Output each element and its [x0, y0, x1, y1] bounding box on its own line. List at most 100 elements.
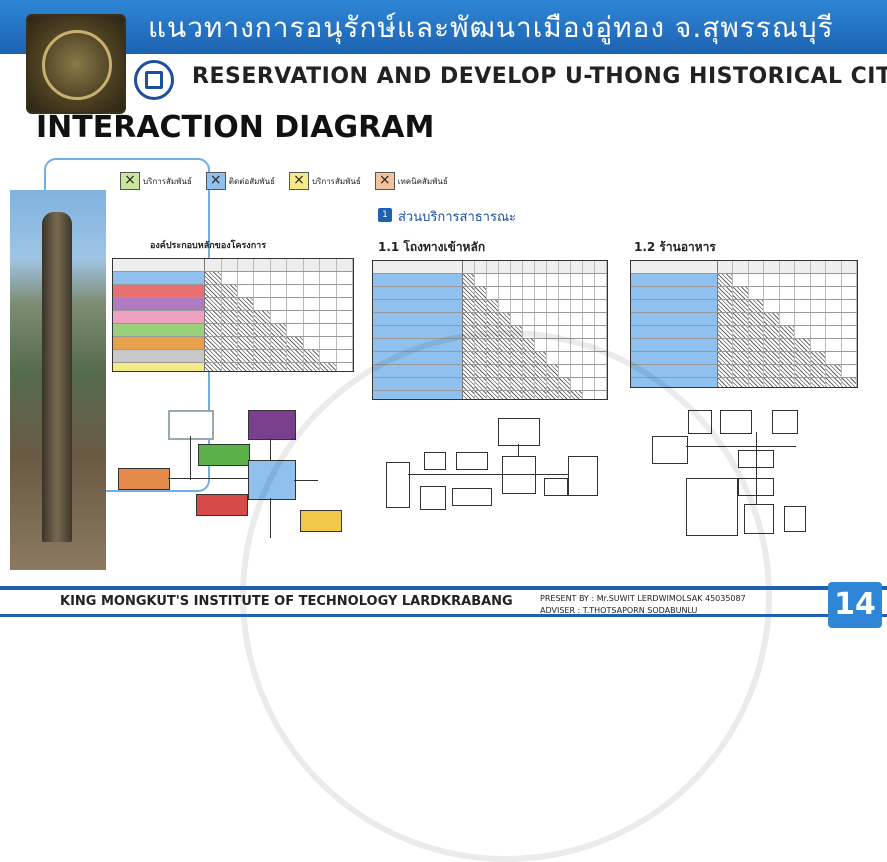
matrix-cell: [337, 272, 353, 284]
matrix-cell: [717, 300, 734, 312]
matrix-row-label: [113, 350, 206, 362]
matrix-row-label: [631, 339, 718, 351]
matrix-cell: [238, 363, 255, 371]
matrix-cell: [303, 350, 321, 362]
presenter: PRESENT BY : Mr.SUWIT LERDWIMOLSAK 45035…: [540, 594, 746, 603]
matrix-row: [373, 274, 607, 287]
matrix-cell: [222, 272, 239, 284]
matrix-cell: [826, 365, 842, 377]
matrix-cell: [826, 287, 842, 299]
matrix-cell: [337, 311, 353, 323]
matrix-row-label: [113, 363, 206, 371]
matrix-cell: [221, 337, 239, 349]
diagram-title: INTERACTION DIAGRAM: [36, 110, 435, 145]
matrix-cell: [304, 285, 321, 297]
matrix-cell: [733, 274, 749, 286]
matrix-row-label: [373, 287, 463, 299]
matrix-cell: [795, 365, 811, 377]
matrix-cell: [780, 274, 796, 286]
matrix-header-cell: [718, 261, 734, 273]
matrix-row-label: [113, 311, 206, 323]
matrix-row-label: [631, 352, 718, 364]
matrix-row-label: [631, 326, 718, 338]
matrix-cell: [826, 313, 842, 325]
matrix-cell: [205, 324, 222, 336]
matrix-cell: [499, 300, 511, 312]
matrix-cell: [779, 339, 796, 351]
matrix-cell: [320, 363, 337, 371]
matrix-cell: [474, 300, 487, 312]
city-seal-icon: [26, 14, 126, 114]
matrix-cell: [486, 313, 499, 325]
legend-label: ติดต่อสัมพันธ์: [228, 176, 275, 186]
matrix-cell: [511, 274, 523, 286]
matrix-cell: [511, 313, 523, 325]
matrix-header-row: [113, 259, 353, 272]
matrix-cell: [826, 326, 842, 338]
matrix-cell: [571, 287, 584, 299]
matrix-row-label: [631, 287, 718, 299]
matrix-cell: [764, 378, 780, 387]
matrix-cell: [733, 352, 749, 364]
matrix-row: [373, 313, 607, 326]
matrix-cell: [523, 287, 535, 299]
legend-item: × เทคนิคสัมพันธ์: [374, 172, 448, 190]
matrix-cell: [462, 287, 475, 299]
matrix-cell: [583, 326, 596, 338]
matrix-cell: [595, 300, 607, 312]
matrix-cell: [795, 287, 811, 299]
matrix-cell: [271, 285, 288, 297]
matrix-cell: [547, 300, 560, 312]
matrix-cell: [717, 378, 734, 387]
matrix-header-cell: [523, 261, 535, 273]
matrix-cell: [559, 326, 572, 338]
matrix-row: [113, 337, 353, 350]
matrix-row-label: [113, 337, 206, 349]
matrix-header-cell: [373, 261, 463, 273]
matrix-cell: [287, 363, 304, 371]
matrix-cell: [595, 287, 607, 299]
matrix-cell: [337, 298, 353, 310]
matrix-cell: [287, 350, 304, 362]
matrix-cell: [320, 272, 337, 284]
matrix-row-label: [113, 272, 206, 284]
matrix-cell: [320, 298, 337, 310]
matrix-row: [631, 274, 857, 287]
matrix-row: [113, 285, 353, 298]
matrix-cell: [842, 300, 857, 312]
matrix-cell: [748, 352, 765, 364]
matrix-cell: [842, 287, 857, 299]
connector: [756, 432, 757, 504]
matrix-cell: [221, 324, 239, 336]
matrix-cell: [254, 350, 271, 362]
matrix-cell: [337, 350, 353, 362]
pagoda-shape: [42, 212, 72, 542]
institute-logo-icon: [134, 60, 174, 100]
matrix-cell: [523, 300, 535, 312]
matrix-cell: [287, 311, 304, 323]
matrix-cell: [811, 287, 827, 299]
matrix-cell: [583, 313, 596, 325]
connector: [190, 436, 191, 480]
matrix-cell: [475, 274, 487, 286]
matrix-cell: [810, 378, 827, 387]
matrix-cell: [221, 311, 239, 323]
matrix-cell: [486, 300, 499, 312]
matrix-header-cell: [733, 261, 749, 273]
matrix-cell: [304, 298, 321, 310]
matrix-cell: [238, 311, 255, 323]
matrix-cell: [304, 324, 321, 336]
matrix-cell: [238, 285, 255, 297]
matrix-cell: [487, 274, 499, 286]
matrix-cell: [733, 326, 749, 338]
matrix-cell: [270, 324, 288, 336]
page-number: 14: [828, 582, 882, 628]
matrix-cell: [511, 287, 523, 299]
legend: × บริการสัมพันธ์ × ติดต่อสัมพันธ์ × บริก…: [120, 172, 448, 190]
matrix-cell: [498, 313, 511, 325]
matrix-row: [373, 300, 607, 313]
matrix-cell: [583, 300, 596, 312]
matrix-header-row: [373, 261, 607, 274]
matrix-cell: [337, 363, 353, 371]
section-heading: ส่วนบริการสาธารณะ: [398, 210, 517, 225]
